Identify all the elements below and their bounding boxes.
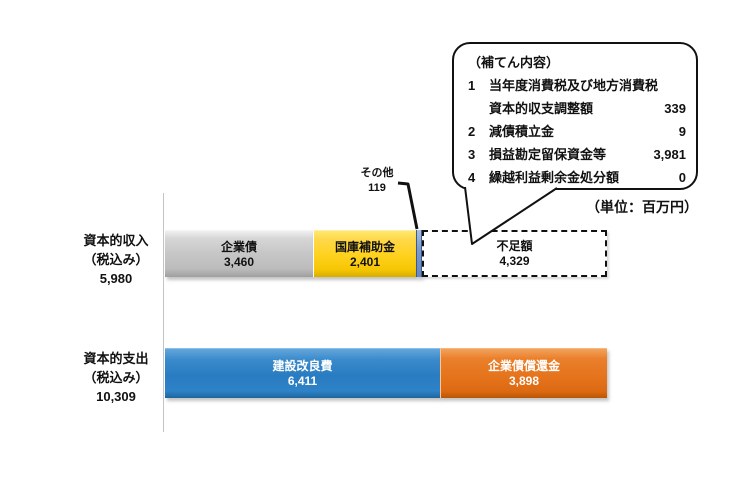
callout-item-row: 1 当年度消費税及び地方消費税 [468, 74, 686, 97]
segment-label: 企業債 [220, 239, 257, 254]
callout-item-no: 1 [468, 78, 476, 93]
other-annotation-value: 119 [368, 182, 386, 194]
callout-item-row: 4 繰越利益剰余金処分額 0 [468, 166, 686, 189]
segment-label: 国庫補助金 [334, 239, 395, 254]
other-annotation: その他 119 [350, 166, 404, 196]
income-segment-corporate-bonds: 企業債 3,460 [165, 230, 313, 277]
income-segment-subsidy: 国庫補助金 2,401 [313, 230, 416, 277]
income-subtitle: （税込み） [83, 252, 149, 267]
callout-item-row: 2 減債積立金 9 [468, 120, 686, 143]
callout-item-label: 損益勘定留保資金等 [489, 147, 607, 162]
callout-item-row: 資本的収支調整額 339 [468, 97, 686, 120]
segment-value: 4,329 [499, 254, 530, 268]
segment-label: 建設改良費 [272, 359, 333, 373]
callout-item-value: 339 [664, 101, 686, 116]
callout-item-label: 当年度消費税及び地方消費税 [489, 78, 659, 93]
callout-item-value: 9 [678, 124, 686, 139]
income-segment-deficit: 不足額 4,329 [422, 230, 607, 277]
callout-item-no [468, 97, 489, 120]
callout-item-value: 0 [678, 170, 686, 185]
callout-box: （補てん内容） 1 当年度消費税及び地方消費税 資本的収支調整額 339 2 減… [452, 42, 698, 190]
expense-segment-construction: 建設改良費 6,411 [165, 348, 440, 398]
unit-label: （単位：百万円） [586, 199, 698, 215]
callout-item-no: 2 [468, 124, 476, 139]
callout-item-no: 3 [468, 147, 476, 162]
expense-total: 10,309 [96, 389, 136, 404]
segment-label: 企業債償還金 [487, 359, 560, 373]
callout-item-no: 4 [468, 170, 476, 185]
bar-label-income: 資本的収入 （税込み） 5,980 [72, 231, 160, 288]
callout-item-label: 繰越利益剰余金処分額 [489, 170, 620, 185]
y-axis-line [163, 193, 164, 432]
income-total: 5,980 [99, 271, 133, 286]
segment-value: 3,460 [223, 254, 255, 269]
callout-item-label: 減債積立金 [489, 124, 555, 139]
expense-subtitle: （税込み） [83, 370, 149, 385]
callout-title: （補てん内容） [468, 55, 560, 70]
expense-segment-bond-redemption: 企業債償還金 3,898 [440, 348, 607, 398]
callout-item-label: 資本的収支調整額 [489, 101, 594, 116]
segment-value: 6,411 [287, 374, 318, 388]
income-title: 資本的収入 [83, 233, 149, 248]
segment-label: 不足額 [496, 239, 533, 253]
callout-item-value: 3,981 [653, 147, 686, 162]
segment-value: 2,401 [349, 254, 381, 269]
segment-value: 3,898 [508, 374, 540, 388]
bar-label-expense: 資本的支出 （税込み） 10,309 [72, 349, 160, 406]
other-annotation-label: その他 [360, 167, 394, 179]
income-segment-other [416, 230, 422, 277]
callout-item-row: 3 損益勘定留保資金等 3,981 [468, 143, 686, 166]
expense-title: 資本的支出 [83, 351, 149, 366]
